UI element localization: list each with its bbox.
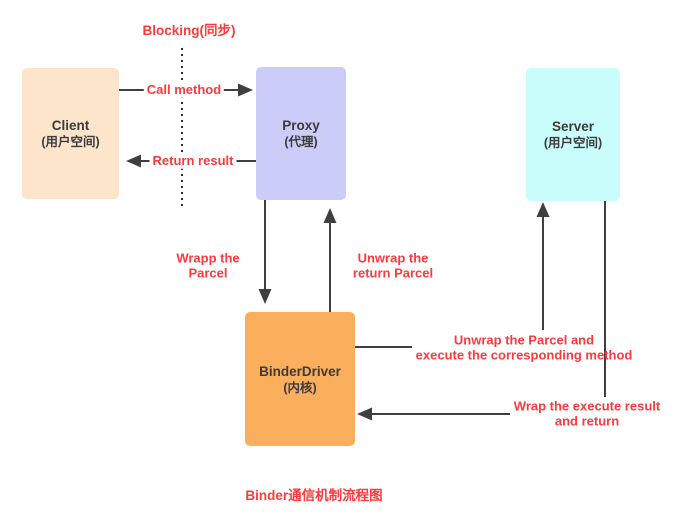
unwrap-execute-label-line2: execute the corresponding method	[415, 347, 633, 362]
wrap-result-label-line1: Wrap the execute result	[513, 398, 661, 414]
client-title: Client	[51, 118, 90, 133]
server-to-binder-arrowhead	[357, 407, 372, 421]
proxy-title: Proxy	[282, 118, 320, 133]
blocking-label: Blocking(同步)	[142, 22, 236, 38]
call-method-label: Call method	[143, 82, 225, 98]
proxy-subtitle: (代理)	[284, 135, 318, 149]
return-result-label: Return result	[149, 153, 237, 169]
server-title: Server	[551, 119, 595, 134]
client-node: Client (用户空间)	[22, 68, 119, 199]
wrap-result-label-line2: and return	[554, 413, 620, 428]
binder-driver-subtitle: (内核)	[283, 380, 317, 395]
wrap-parcel-label-line1: Wrapp the	[176, 250, 240, 266]
unwrap-return-label: Unwrap the return Parcel	[352, 250, 434, 281]
server-subtitle: (用户空间)	[543, 136, 603, 150]
wrap-parcel-arrowhead	[258, 289, 272, 304]
binder-driver-title: BinderDriver	[259, 363, 341, 379]
binder-driver-node: BinderDriver (内核)	[245, 312, 355, 446]
wrap-parcel-label: Wrapp the Parcel	[176, 250, 240, 281]
proxy-node: Proxy (代理)	[256, 67, 346, 200]
wrap-parcel-label-line2: Parcel	[188, 265, 228, 280]
unwrap-return-label-line2: return Parcel	[352, 265, 434, 280]
unwrap-return-arrowhead	[323, 208, 337, 223]
call-method-arrowhead	[238, 83, 253, 97]
binder-to-server-arrowhead	[536, 202, 550, 217]
client-subtitle: (用户空间)	[41, 135, 100, 149]
diagram-title: Binder通信机制流程图	[245, 487, 383, 503]
wrap-result-label: Wrap the execute result and return	[513, 398, 661, 429]
unwrap-execute-label: Unwrap the Parcel and execute the corres…	[415, 332, 633, 363]
return-result-arrowhead	[126, 154, 141, 168]
unwrap-execute-label-line1: Unwrap the Parcel and	[453, 332, 595, 348]
server-node: Server (用户空间)	[526, 68, 620, 201]
unwrap-return-label-line1: Unwrap the	[357, 250, 429, 266]
